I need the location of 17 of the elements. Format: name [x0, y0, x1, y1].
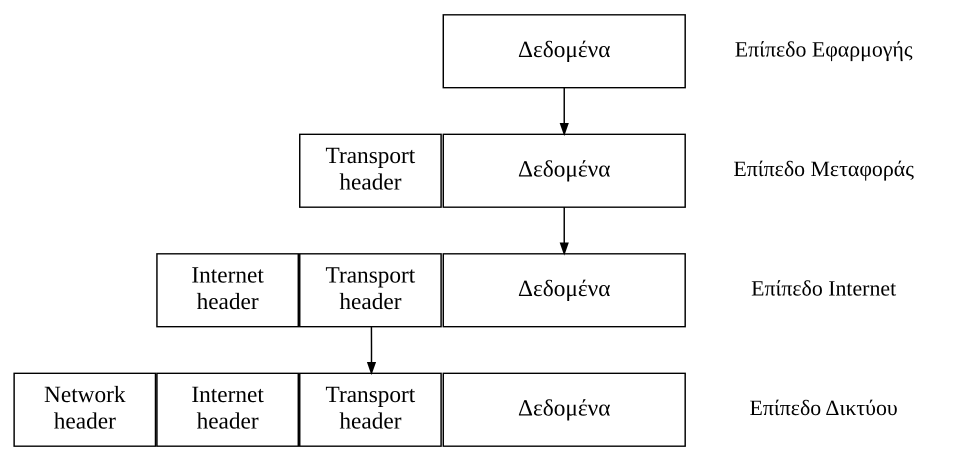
node-box: Internet header [156, 253, 300, 328]
node-box: Transport header [299, 372, 442, 447]
label: Επίπεδο Internet [751, 276, 896, 300]
node-box: Transport header [299, 253, 442, 328]
node-box: Transport header [299, 134, 442, 208]
arrow [366, 326, 376, 376]
node-box: Δεδομένα [442, 372, 686, 447]
arrow [560, 207, 569, 256]
label: Επίπεδο Δικτύου [750, 396, 898, 420]
node-box: Δεδομένα [442, 134, 686, 208]
node-box: Δεδομένα [442, 14, 686, 88]
arrow [560, 88, 569, 136]
node-box: Internet header [156, 372, 300, 447]
node-box: Δεδομένα [442, 253, 686, 328]
node-box: Network header [13, 372, 156, 447]
label: Επίπεδο Εφαρμογής [734, 37, 913, 62]
label: Επίπεδο Μεταφοράς [733, 156, 914, 181]
